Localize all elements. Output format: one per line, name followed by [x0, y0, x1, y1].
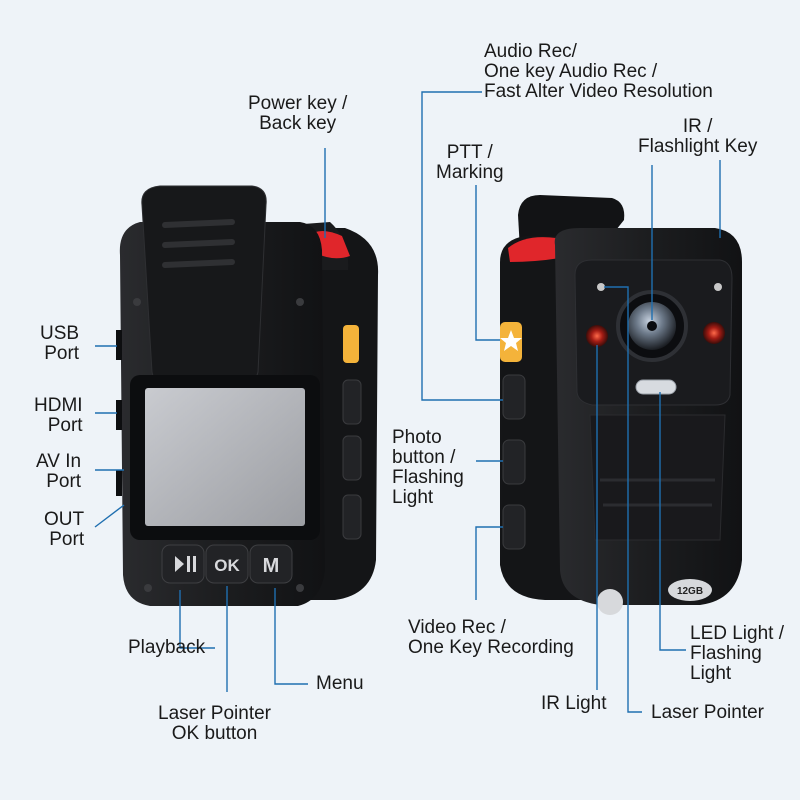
menu-key-label: M	[263, 555, 280, 577]
menu-key	[249, 544, 293, 584]
label-menu: Menu	[316, 673, 364, 694]
label-photo: Photo button / Flashing Light	[392, 427, 464, 508]
label-hdmi: HDMI Port	[34, 395, 83, 436]
lcd-screen	[145, 388, 305, 526]
power-key-red-right	[508, 237, 560, 262]
audio-side-button-left	[342, 379, 362, 425]
ir-light-left	[586, 325, 608, 347]
label-usb: USB Port	[40, 323, 80, 364]
label-ir-flashlight: IR / Flashlight Key	[638, 116, 758, 157]
audio-key	[502, 374, 526, 420]
label-av-in: AV In Port	[36, 451, 82, 492]
label-out: OUT Port	[44, 509, 85, 550]
label-laser-pointer: Laser Pointer	[651, 702, 765, 723]
laser-pointer	[597, 283, 605, 291]
photo-side-button-left	[342, 435, 362, 481]
ok-key-label: OK	[214, 556, 240, 575]
right-camera: 12GB	[500, 195, 742, 615]
video-key	[502, 504, 526, 550]
video-side-button-left	[342, 494, 362, 540]
label-audio-rec: Audio Rec/ One key Audio Rec / Fast Alte…	[484, 41, 713, 102]
label-led-light: LED Light / Flashing Light	[690, 623, 784, 684]
photo-key	[502, 439, 526, 485]
led-light	[635, 379, 677, 395]
label-ir-light: IR Light	[541, 693, 607, 714]
label-laser-ok: Laser Pointer OK button	[158, 703, 272, 744]
callout-lines	[94, 91, 721, 713]
belt-clip	[141, 185, 267, 386]
label-video-rec: Video Rec / One Key Recording	[408, 617, 574, 658]
label-power-key: Power key / Back key	[248, 93, 348, 134]
storage-badge: 12GB	[677, 586, 703, 597]
label-ptt: PTT / Marking	[436, 142, 504, 183]
ptt-side-button-left	[343, 325, 359, 363]
label-playback: Playback	[128, 637, 206, 658]
ok-key	[205, 544, 249, 584]
ir-light-right	[703, 322, 725, 344]
left-camera: OK M	[116, 185, 379, 606]
